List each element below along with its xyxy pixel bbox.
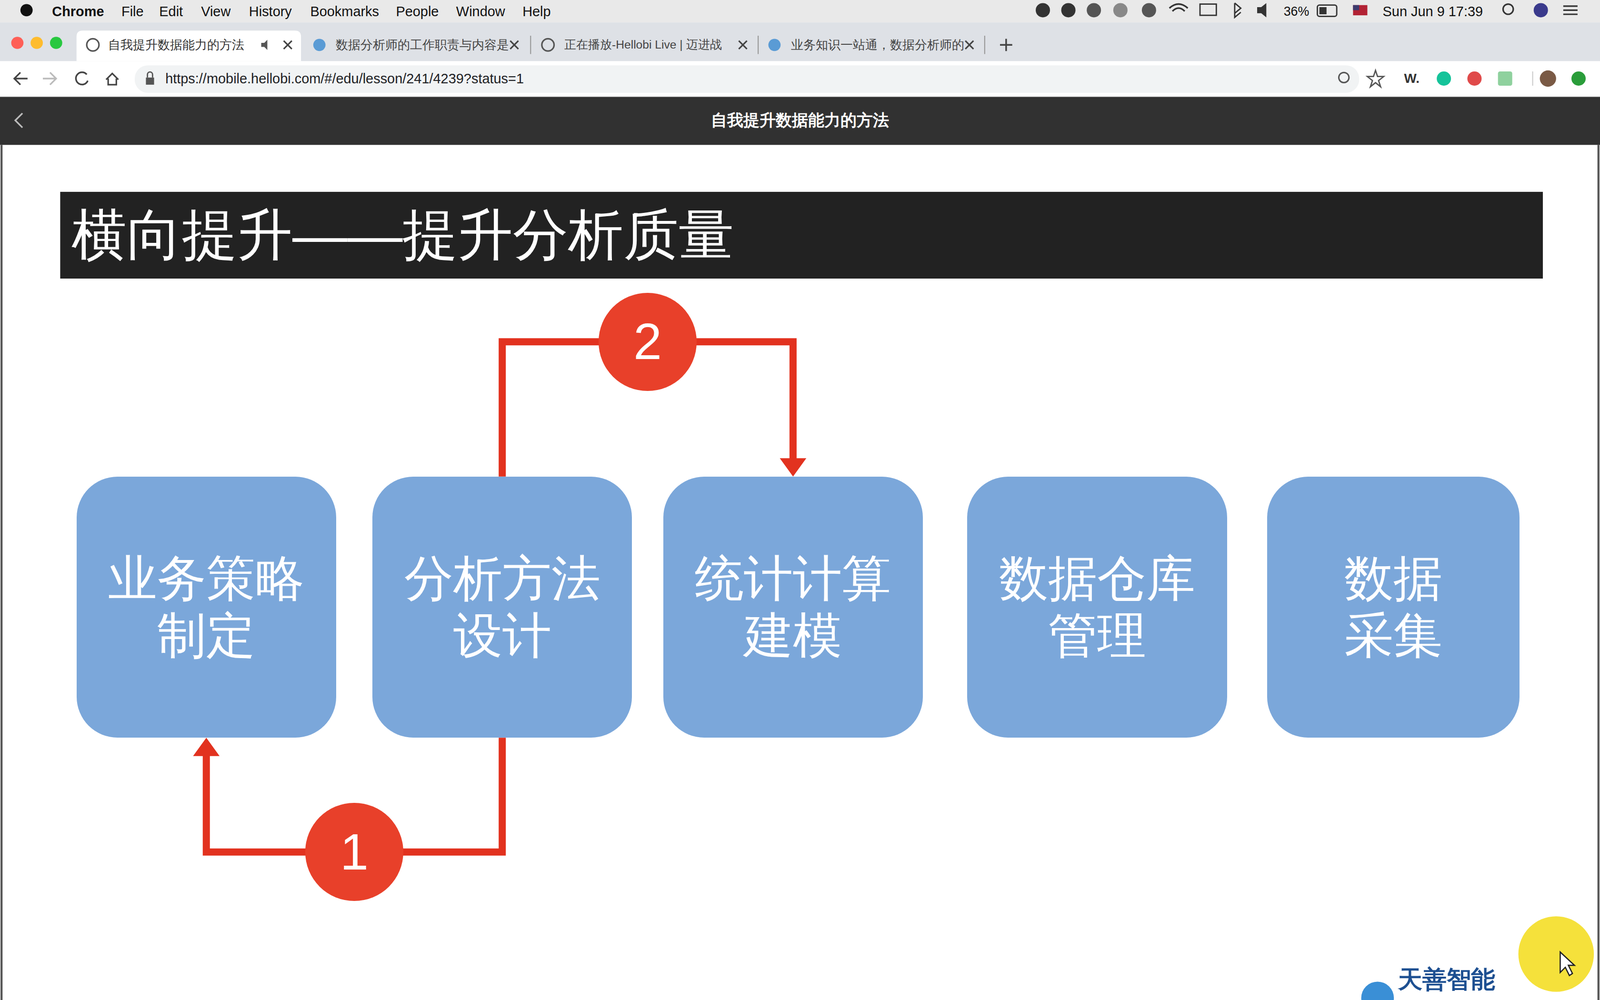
toolbar-separator: [1532, 71, 1534, 86]
battery-level: [1319, 7, 1327, 15]
toolbar: [0, 61, 1600, 98]
status-icon: [1035, 2, 1050, 18]
airplay-icon: [1200, 4, 1217, 16]
tab-close: [510, 40, 519, 50]
box-label: 数据仓库管理: [991, 550, 1203, 665]
menu-item: People: [395, 2, 439, 20]
arrow-head: [192, 737, 220, 757]
address-bar: [134, 65, 1360, 93]
tab-title: 正在播放-Hellobi Live | 迈进战: [564, 38, 722, 53]
battery-percent: 36%: [1283, 3, 1310, 20]
watermark: 天善智能: [1398, 964, 1496, 995]
arrow-head: [780, 458, 807, 477]
tab-title: 业务知识一站通，数据分析师的: [790, 37, 965, 53]
update-icon: [1571, 71, 1586, 86]
extension-label: W.: [1404, 70, 1420, 87]
box-label: 分析方法设计: [397, 550, 608, 665]
menu-bar: [0, 0, 1600, 23]
box-label: 统计计算建模: [687, 550, 899, 665]
zoom-light: [50, 36, 63, 50]
tab-separator: [530, 35, 985, 55]
close-light: [11, 36, 24, 50]
menu-app: Chrome: [51, 2, 104, 20]
process-box: 分析方法设计: [372, 476, 632, 739]
menu-item: Edit: [159, 2, 183, 20]
process-box: 统计计算建模: [663, 476, 923, 739]
mouse-cursor: [1560, 951, 1575, 976]
url-text: https://mobile.hellobi.com/#/edu/lesson/…: [165, 70, 524, 88]
flag-icon: [1352, 5, 1360, 11]
page-border: [1, 144, 1599, 1000]
callout-circle: 2: [598, 292, 697, 391]
menu-icon: [1563, 6, 1578, 15]
page-heading: 自我提升数据能力的方法: [710, 110, 890, 130]
avatar: [1540, 70, 1557, 87]
menu-item: File: [121, 2, 144, 20]
status-icon: [1141, 2, 1157, 18]
siri-icon: [1533, 2, 1549, 18]
tab-title: 数据分析师的工作职责与内容是: [335, 37, 510, 53]
slide-title: 横向提升——提升分析质量: [71, 201, 734, 268]
active-tab: [76, 30, 301, 61]
extension-icon: [1436, 71, 1451, 86]
lock-icon: [147, 71, 153, 78]
callout-number: 1: [340, 826, 369, 878]
process-box: 数据采集: [1267, 476, 1520, 739]
flag-icon: [1352, 5, 1368, 16]
home-button: [106, 73, 119, 85]
callout-circle: 1: [305, 802, 404, 901]
tab-bar: [0, 22, 1600, 61]
tab-close: [965, 40, 974, 50]
clock: Sun Jun 9 17:39: [1382, 2, 1484, 20]
apple-icon: [20, 4, 33, 17]
callout-number: 2: [633, 316, 662, 368]
reload-button: [75, 72, 88, 85]
status-icon: [1113, 2, 1128, 18]
menu-item: Help: [522, 2, 551, 20]
favicon: [541, 38, 555, 51]
favicon: [313, 38, 326, 51]
status-icon: [1061, 2, 1076, 18]
menu-item: View: [200, 2, 231, 20]
tab-close: [738, 40, 747, 50]
minimize-light: [30, 36, 43, 50]
search-icon: [1502, 4, 1513, 15]
zoom-icon: [1338, 72, 1349, 83]
process-box: 业务策略制定: [76, 476, 337, 739]
menu-item: Window: [456, 2, 506, 20]
bluetooth-icon: [1234, 2, 1241, 18]
lock-icon: [145, 77, 154, 85]
favicon: [768, 38, 781, 51]
tab-title: 自我提升数据能力的方法: [108, 37, 245, 53]
title-band: [60, 191, 1543, 279]
extension-icon: [1498, 71, 1513, 86]
tab-close: [283, 40, 292, 50]
box-label: 数据采集: [1337, 550, 1450, 665]
bookmark-star: [1367, 70, 1384, 87]
battery-icon: [1317, 5, 1337, 17]
menu-item: History: [249, 2, 292, 20]
box-label: 业务策略制定: [100, 550, 312, 665]
back-chevron: [15, 113, 23, 128]
volume-icon: [1257, 2, 1267, 18]
page-header: [0, 97, 1600, 146]
cursor-highlight: [1518, 916, 1595, 992]
status-icon: [1086, 2, 1101, 18]
audio-icon: [261, 40, 268, 50]
new-tab: [1000, 38, 1013, 51]
wifi-icon: [1169, 4, 1189, 12]
logo-globe: [1361, 981, 1395, 1000]
extension-icon: [1467, 71, 1482, 86]
favicon: [86, 38, 100, 51]
back-button: [14, 72, 28, 85]
process-box: 数据仓库管理: [967, 476, 1227, 739]
forward-button: [42, 72, 57, 85]
menu-item: Bookmarks: [310, 2, 380, 20]
